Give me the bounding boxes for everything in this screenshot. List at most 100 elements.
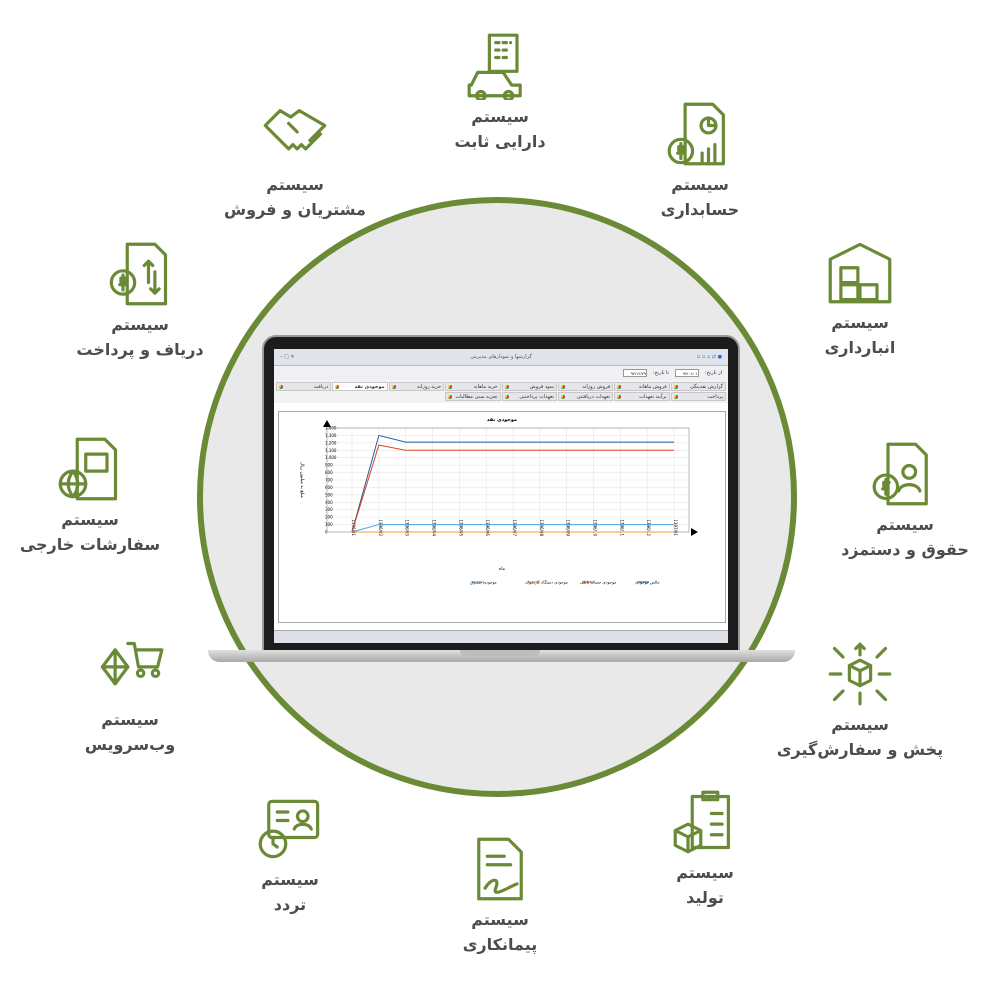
pie-chart-icon <box>617 384 622 389</box>
x-tick-label: 1396/02 <box>378 519 383 536</box>
series-line <box>351 434 674 533</box>
window-title: گزارشها و نمودارهای مدیریتی <box>470 354 532 360</box>
system-webservice: سیستم وب‌سرویس <box>30 635 230 757</box>
tab-item[interactable]: خرید ماهانه <box>445 382 501 391</box>
tab-item[interactable]: سود فروش <box>501 382 557 391</box>
x-tick-label: 1396/11 <box>619 519 624 536</box>
system-name: حسابداری <box>660 200 740 219</box>
pie-chart-icon <box>448 384 453 389</box>
warehouse-icon <box>828 242 892 304</box>
tab-item[interactable]: برآیند تعهدات <box>614 392 670 401</box>
system-title: سیستم <box>111 315 169 334</box>
system-name: انبارداری <box>824 338 896 357</box>
contract-signature-icon <box>477 837 523 901</box>
close-icon[interactable]: ✕ ▢ – <box>280 354 295 360</box>
system-name: تولید <box>686 888 724 907</box>
to-date-input[interactable] <box>622 369 647 377</box>
tab-label: تعهدات پرداختنی <box>519 393 554 400</box>
y-axis-arrow <box>323 420 331 427</box>
from-label: از تاریخ: <box>704 370 722 376</box>
pie-chart-icon <box>504 394 509 399</box>
x-tick-label: 1396/04 <box>432 519 437 536</box>
pie-chart-icon <box>673 384 678 389</box>
system-accounting: سیستم حسابداری <box>600 100 800 222</box>
pie-chart-icon <box>504 384 509 389</box>
system-title: سیستم <box>471 910 529 929</box>
x-tick-label: 1396/10 <box>593 519 598 536</box>
pie-chart-icon <box>279 384 283 389</box>
cash-chart: موجودی نقد01002003004005006007008009001,… <box>299 417 698 585</box>
y-tick-label: 800 <box>325 470 333 475</box>
handshake-icon <box>263 109 327 151</box>
system-name: مشتریان و فروش <box>224 200 366 219</box>
y-tick-label: 600 <box>325 485 333 490</box>
system-name: تردد <box>273 895 307 914</box>
y-tick-label: 700 <box>325 478 333 483</box>
system-production: سیستم تولید <box>605 788 805 910</box>
tab-item[interactable]: فروش ماهانه <box>614 382 670 391</box>
y-tick-label: 0 <box>325 530 328 535</box>
system-receive-pay: سیستم دریاف و پرداخت <box>40 240 240 362</box>
system-title: سیستم <box>676 863 734 882</box>
tab-item[interactable]: دریافت <box>276 382 332 391</box>
tab-item[interactable]: خرید روزانه <box>388 382 445 391</box>
tab-label: موجودی نقد <box>354 383 385 390</box>
x-tick-label: 1396/09 <box>566 519 571 536</box>
tab-item[interactable]: گزارش نقدینگی <box>670 382 726 391</box>
tab-label: گزارش نقدینگی <box>689 383 723 390</box>
y-tick-label: 400 <box>325 500 333 505</box>
system-name: وب‌سرویس <box>84 735 176 754</box>
system-fixed-assets: سیستم دارایی ثابت <box>400 32 600 154</box>
system-contracting: سیستم پیمانکاری <box>400 835 600 957</box>
system-title: سیستم <box>831 313 889 332</box>
tab-item[interactable]: تعهدات پرداختنی <box>501 392 557 401</box>
report-tabs: گزارش نقدینگی فروش ماهانه فروش روزانه سود ف… <box>274 380 728 403</box>
x-tick-label: 1396/12 <box>646 519 651 536</box>
to-label: تا تاریخ: <box>652 370 669 376</box>
tab-label: برآیند تعهدات <box>639 393 667 400</box>
x-tick-label: 1397/01 <box>673 519 678 536</box>
system-name: حقوق و دستمزد <box>841 540 969 559</box>
system-name: سفارشات خارجی <box>19 535 161 554</box>
tab-item[interactable]: تجزیه سنی مطالبات <box>445 392 501 401</box>
y-tick-label: 200 <box>325 515 333 520</box>
legend-label: موجودی حساب بانکی <box>580 580 616 585</box>
tab-item[interactable]: تعهدات دریافتنی <box>557 392 614 401</box>
title-bar: گزارشها و نمودارهای مدیریتی ✕ ▢ – ● ⇄ ▫ … <box>274 349 728 366</box>
y-tick-label: 1,100 <box>325 448 337 453</box>
x-axis-label: ماه <box>499 567 506 572</box>
series-line <box>351 444 674 533</box>
pie-chart-icon <box>560 394 565 399</box>
legend-label: موجودی صندوق <box>470 580 497 585</box>
system-payroll: سیستم حقوق و دستمزد <box>805 440 1001 562</box>
tab-item[interactable]: فروش روزانه <box>557 382 614 391</box>
box-arrows-icon <box>828 642 892 706</box>
x-tick-label: 1396/03 <box>405 519 410 536</box>
id-card-clock-icon <box>258 799 320 859</box>
status-bar <box>274 630 728 643</box>
laptop-base <box>208 650 795 662</box>
system-customers-sales: سیستم مشتریان و فروش <box>195 100 395 222</box>
tab-label: فروش ماهانه <box>638 383 667 390</box>
system-title: سیستم <box>61 510 119 529</box>
x-axis-arrow <box>691 528 698 536</box>
y-tick-label: 1,200 <box>325 440 337 445</box>
tab-label: پرداخت <box>707 393 723 400</box>
x-tick-label: 1396/07 <box>512 519 517 536</box>
system-name: دریاف و پرداخت <box>76 340 204 359</box>
date-filter: از تاریخ: تا تاریخ: <box>274 366 728 380</box>
y-tick-label: 900 <box>325 463 333 468</box>
laptop-notch <box>460 650 540 656</box>
system-warehouse: سیستم انبارداری <box>760 238 960 360</box>
x-tick-label: 1396/05 <box>458 519 463 536</box>
tab-label: خرید روزانه <box>416 383 442 390</box>
tab-item[interactable]: پرداخت <box>670 392 726 401</box>
tab-label: فروش روزانه <box>582 383 611 390</box>
tab-item[interactable]: موجودی نقد <box>332 382 388 391</box>
system-foreign-orders: سیستم سفارشات خارجی <box>0 435 190 557</box>
from-date-input[interactable] <box>674 369 699 377</box>
tab-label: دریافت <box>313 383 329 390</box>
toolbar-icons[interactable]: ● ⇄ ▫ ▫ ▫ <box>696 354 722 360</box>
tab-label: تعهدات دریافتنی <box>576 393 611 400</box>
